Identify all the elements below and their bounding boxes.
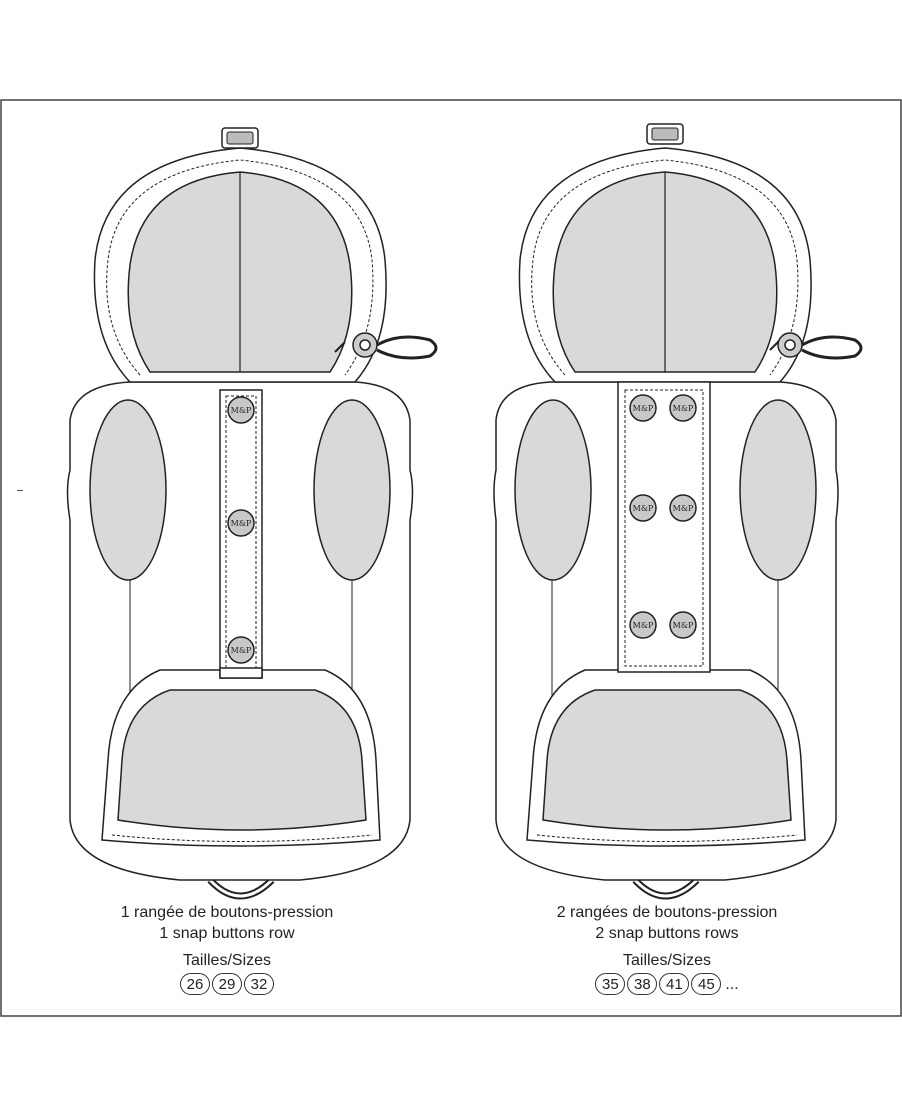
snap-button: M&P: [227, 636, 255, 664]
right-vest-sizes-label: Tailles/Sizes: [622, 952, 712, 969]
size-badge: 29: [212, 973, 242, 995]
right-vest-bottom-panel: [542, 689, 792, 831]
svg-text:M&P: M&P: [673, 404, 694, 413]
right-vest-side-panel-left: [514, 399, 592, 581]
snap-button: M&P: [669, 611, 697, 639]
right-vest: [493, 123, 863, 900]
snap-button: M&P: [629, 611, 657, 639]
left-vest-caption-fr: 1 rangée de boutons-pression: [120, 904, 334, 921]
snap-button: M&P: [227, 509, 255, 537]
svg-text:M&P: M&P: [633, 504, 654, 513]
right-vest-size-list: 35 38 41 45 ...: [487, 973, 847, 995]
svg-text:M&P: M&P: [673, 621, 694, 630]
size-badge: 41: [659, 973, 690, 995]
left-vest-side-panel-left: [89, 399, 167, 581]
left-vest: [66, 127, 438, 900]
diagram-border: [0, 99, 902, 1017]
margin-tick: [17, 490, 23, 491]
left-vest-caption: 1 rangée de boutons-pression 1 snap butt…: [47, 902, 407, 995]
left-vest-bottom-panel: [117, 689, 367, 831]
right-vest-cord-loop: [801, 335, 863, 360]
size-badge: 26: [180, 973, 210, 995]
snap-button: M&P: [629, 494, 657, 522]
right-vest-caption: 2 rangées de boutons-pression 2 snap but…: [487, 902, 847, 995]
left-vest-size-list: 26 29 32: [47, 973, 407, 995]
snap-button: M&P: [629, 394, 657, 422]
left-vest-snap-row: M&P M&P M&P: [227, 396, 255, 664]
svg-text:M&P: M&P: [231, 406, 252, 415]
left-vest-cord-loop: [376, 335, 438, 360]
size-badge: 45: [691, 973, 722, 995]
more-sizes-ellipsis: ...: [725, 975, 739, 993]
svg-text:M&P: M&P: [673, 504, 694, 513]
right-vest-caption-en: 2 snap buttons rows: [595, 925, 739, 942]
left-vest-side-panel-right: [313, 399, 391, 581]
snap-button: M&P: [669, 394, 697, 422]
svg-text:M&P: M&P: [633, 404, 654, 413]
svg-text:M&P: M&P: [633, 621, 654, 630]
snap-button: M&P: [669, 494, 697, 522]
svg-text:M&P: M&P: [231, 646, 252, 655]
size-badge: 38: [627, 973, 658, 995]
right-vest-snap-rows: M&P M&P M&P M&P M&P M&P: [629, 394, 697, 639]
left-vest-caption-en: 1 snap buttons row: [159, 925, 295, 942]
right-vest-side-panel-right: [739, 399, 817, 581]
snap-button: M&P: [227, 396, 255, 424]
left-vest-sizes-label: Tailles/Sizes: [182, 952, 272, 969]
size-badge: 35: [595, 973, 626, 995]
right-vest-caption-fr: 2 rangées de boutons-pression: [556, 904, 778, 921]
size-badge: 32: [244, 973, 274, 995]
svg-text:M&P: M&P: [231, 519, 252, 528]
